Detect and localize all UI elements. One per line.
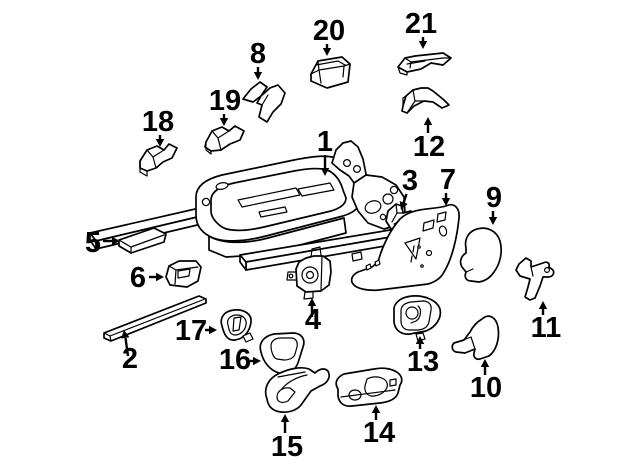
- callout-2: 2: [121, 330, 138, 375]
- part-12-drawing: [401, 87, 450, 114]
- callout-9-label: 9: [486, 182, 502, 214]
- part-6-drawing: [165, 260, 202, 288]
- part-20-drawing: [310, 56, 351, 89]
- part-2-drawing: [103, 295, 207, 342]
- callout-10-label: 10: [470, 372, 502, 404]
- callout-16-label: 16: [219, 344, 251, 376]
- callout-13: 13: [407, 336, 439, 378]
- callout-8-label: 8: [250, 38, 266, 70]
- part-15-drawing: [264, 366, 330, 414]
- callout-4: 4: [305, 298, 321, 336]
- callout-19: 19: [209, 85, 241, 126]
- callout-6-label: 6: [130, 262, 146, 294]
- callout-17: 17: [175, 315, 217, 347]
- part-5-drawing: [118, 227, 167, 254]
- callout-11: 11: [531, 301, 562, 344]
- part-1-drawing: [89, 140, 406, 271]
- part-9-drawing: [459, 227, 503, 283]
- callout-15: 15: [271, 414, 303, 463]
- callout-14: 14: [363, 405, 395, 449]
- callout-13-label: 13: [407, 346, 439, 378]
- part-16-drawing: [259, 332, 305, 375]
- callout-9: 9: [486, 182, 502, 225]
- part-18-drawing: [139, 143, 178, 177]
- callout-17-label: 17: [175, 315, 207, 347]
- callout-3-arrow: [402, 193, 408, 204]
- callout-3: 3: [399, 165, 418, 210]
- callout-5-label: 5: [85, 227, 101, 259]
- callout-2-label: 2: [122, 343, 138, 375]
- callout-8: 8: [250, 38, 266, 80]
- callout-19-label: 19: [209, 85, 241, 117]
- callout-2-arrow: [124, 337, 130, 357]
- callout-18-label: 18: [142, 106, 174, 138]
- callout-21-label: 21: [405, 8, 437, 40]
- callout-20-label: 20: [313, 15, 345, 47]
- callout-6: 6: [130, 262, 164, 294]
- callout-12: 12: [413, 117, 445, 163]
- part-10-drawing: [451, 315, 500, 361]
- callout-15-label: 15: [271, 431, 303, 463]
- callout-1: 1: [317, 126, 333, 176]
- part-4-drawing: [286, 246, 332, 300]
- part-17-drawing: [220, 309, 254, 343]
- callout-12-label: 12: [413, 131, 445, 163]
- callout-3-label: 3: [402, 165, 418, 197]
- callout-7-label: 7: [440, 164, 456, 196]
- part-13-drawing: [393, 295, 442, 342]
- part-14-drawing: [335, 367, 403, 407]
- callout-1-label: 1: [317, 126, 333, 158]
- callout-21: 21: [405, 8, 437, 49]
- callout-18: 18: [142, 106, 174, 147]
- callout-4-label: 4: [305, 304, 321, 336]
- part-7-drawing: [350, 203, 460, 292]
- callout-11-label: 11: [531, 312, 562, 344]
- part-8-drawing: [242, 81, 286, 123]
- part-21-drawing: [397, 52, 452, 76]
- callout-10: 10: [470, 359, 502, 404]
- callout-20: 20: [313, 15, 345, 56]
- callout-7: 7: [440, 164, 456, 206]
- callout-14-label: 14: [363, 417, 395, 449]
- part-19-drawing: [204, 125, 245, 155]
- callout-5: 5: [85, 227, 120, 259]
- callout-16: 16: [219, 344, 261, 376]
- part-11-drawing: [515, 257, 555, 301]
